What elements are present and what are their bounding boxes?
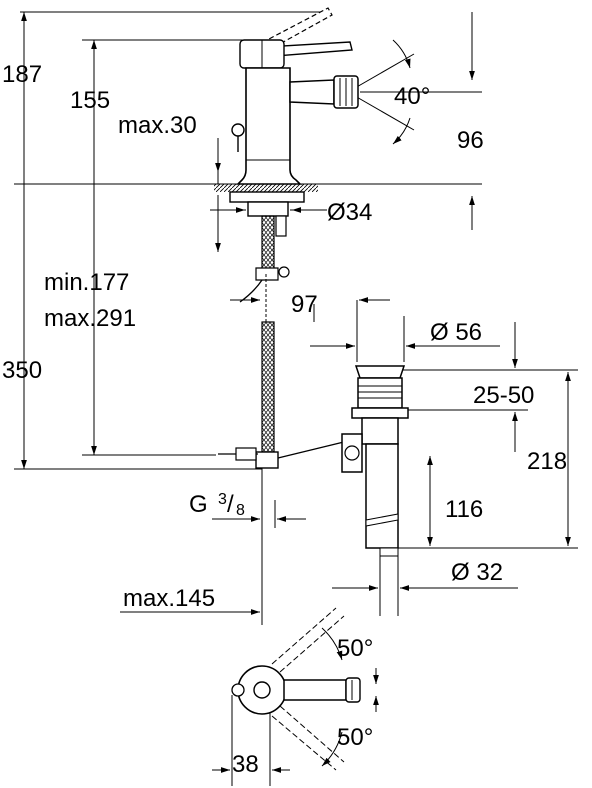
pull-rod-to-waste [277,439,353,459]
dim-97: 97 [291,291,318,318]
plan-popup-knob [231,683,245,697]
dim-96: 96 [457,127,484,154]
dim-thread-denominator: 8 [236,502,245,519]
hose-clip [255,267,279,281]
hose-upper [261,215,275,275]
deck-hatch-left [214,184,318,192]
dim-max145: max.145 [123,585,215,612]
dim-diameter-32: Ø 32 [451,559,503,586]
dim-116: 116 [445,496,483,523]
dim-diameter-56: Ø 56 [430,319,482,346]
dim-thread-g: G [189,491,208,518]
waste-flange [354,365,406,379]
deck-plate [229,191,305,203]
waste-locknut [351,407,409,419]
dim-thread-numerator: 3 [218,491,227,508]
angle-ray-40-upper [347,53,415,93]
rod-clamp-screw [278,266,290,278]
angle-arc-40-upper [392,39,411,69]
rod-clamp [235,447,257,461]
dim-155: 155 [70,87,110,114]
popup-rod-guide [275,215,287,237]
dim-218: 218 [527,448,567,475]
dimension-labels: 187 155 max.30 40° 96 Ø34 min.177 max.29… [2,61,567,778]
dim-187: 187 [2,61,42,88]
dim-max291: max.291 [44,305,136,332]
dim-25-50: 25-50 [473,382,534,409]
plan-lever-pivot [253,681,271,699]
waste-body-upper [357,377,403,409]
dim-40-degrees: 40° [394,83,430,110]
plan-swing-ghost-upper [271,607,345,673]
angle-arc-40-lower [392,117,411,145]
angle-arc-50-lower [321,731,343,767]
angle-ray-40-lower [347,91,415,131]
waste-tail-pipe [365,443,399,549]
dim-350: 350 [2,357,42,384]
dim-diameter-34: Ø34 [327,199,372,226]
dim-38: 38 [232,751,259,778]
spout [289,79,335,105]
hose-lower [261,321,275,453]
hose-end-fitting [255,451,279,469]
waste-lever-pivot [344,445,360,461]
dim-max30: max.30 [118,112,197,139]
popup-knob [231,123,245,137]
fixing-nut [247,201,289,217]
dim-thread-slash: / [227,491,234,518]
waste-body-middle [361,417,399,445]
plan-swing-ghost-lower [271,705,345,771]
tail-pipe-end [379,547,399,557]
tail-pipe-break [365,513,399,527]
dim-min177: min.177 [44,269,129,296]
popup-rod-bend [239,279,263,303]
bidet-mixer-outline [214,7,409,771]
dim-50-degrees-bottom: 50° [337,724,373,751]
plan-spout [283,679,347,701]
plan-nozzle [345,677,361,703]
dim-50-degrees-top: 50° [337,635,373,662]
angle-arc-50-upper [321,627,343,661]
